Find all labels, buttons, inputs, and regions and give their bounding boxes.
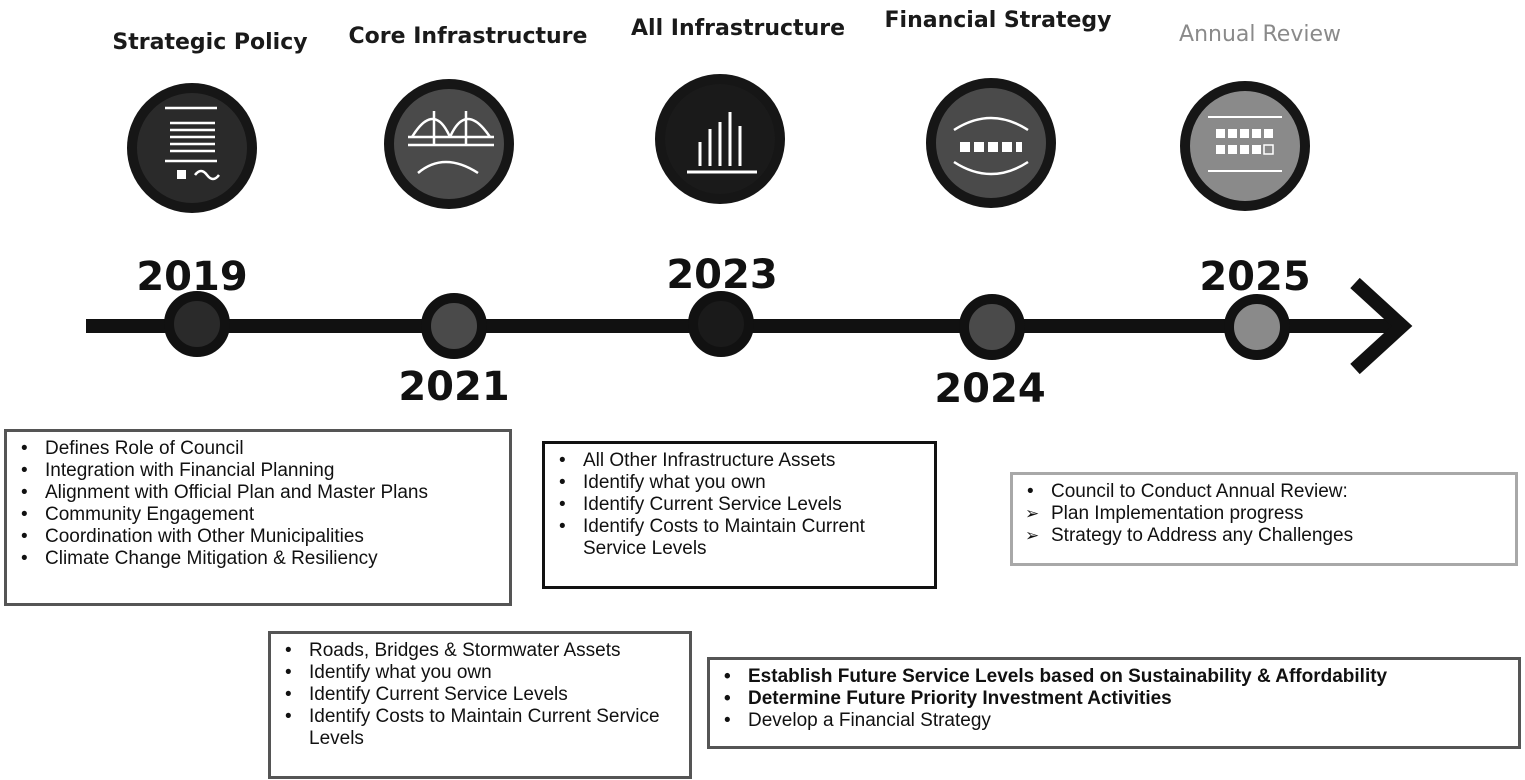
phase-title-financial-strategy: Financial Strategy (884, 8, 1112, 33)
list-item: Coordination with Other Municipalities (17, 526, 501, 548)
phase-title-all-infrastructure: All Infrastructure (631, 16, 845, 41)
list-item: Climate Change Mitigation & Resiliency (17, 548, 501, 570)
list-item: Alignment with Official Plan and Master … (17, 482, 501, 504)
list-item: Identify Current Service Levels (281, 684, 681, 706)
money-icon (926, 78, 1056, 208)
year-label-2023: 2023 (666, 252, 778, 298)
phase-title-annual-review: Annual Review (1179, 22, 1341, 47)
list-item: Identify Costs to Maintain Current Servi… (281, 706, 681, 750)
financial-strategy-box: Establish Future Service Levels based on… (707, 657, 1521, 749)
milestone-dot-2021 (421, 293, 487, 359)
core-infrastructure-box: Roads, Bridges & Stormwater Assets Ident… (268, 631, 692, 779)
all-infrastructure-box: All Other Infrastructure Assets Identify… (542, 441, 937, 589)
list-item: Identify what you own (555, 472, 926, 494)
timeline-arrowhead (1350, 277, 1413, 375)
list-item: Determine Future Priority Investment Act… (720, 688, 1510, 710)
list-item: Develop a Financial Strategy (720, 710, 1510, 732)
calendar-icon (1180, 81, 1310, 211)
list-item: All Other Infrastructure Assets (555, 450, 926, 472)
list-item: Identify Costs to Maintain Current Servi… (555, 516, 926, 560)
year-label-2025: 2025 (1199, 254, 1311, 300)
year-label-2021: 2021 (398, 364, 510, 410)
milestone-dot-2019 (164, 291, 230, 357)
milestone-dot-2023 (688, 291, 754, 357)
list-item: Roads, Bridges & Stormwater Assets (281, 640, 681, 662)
year-label-2019: 2019 (136, 254, 248, 300)
policy-box: Defines Role of Council Integration with… (4, 429, 512, 606)
list-item: Strategy to Address any Challenges (1023, 525, 1507, 547)
document-icon (127, 83, 257, 213)
list-item: Identify what you own (281, 662, 681, 684)
list-item: Community Engagement (17, 504, 501, 526)
bar-chart-icon (655, 74, 785, 204)
list-item: Identify Current Service Levels (555, 494, 926, 516)
list-item: Establish Future Service Levels based on… (720, 666, 1510, 688)
milestone-dot-2024 (959, 294, 1025, 360)
phase-title-strategic-policy: Strategic Policy (112, 30, 308, 55)
list-item: Integration with Financial Planning (17, 460, 501, 482)
list-item: Defines Role of Council (17, 438, 501, 460)
bridge-icon (384, 79, 514, 209)
phase-title-core-infrastructure: Core Infrastructure (348, 24, 588, 49)
year-label-2024: 2024 (934, 366, 1046, 412)
list-item: Plan Implementation progress (1023, 503, 1507, 525)
annual-review-box: Council to Conduct Annual Review: Plan I… (1010, 472, 1518, 566)
list-item: Council to Conduct Annual Review: (1023, 481, 1507, 503)
milestone-dot-2025 (1224, 294, 1290, 360)
